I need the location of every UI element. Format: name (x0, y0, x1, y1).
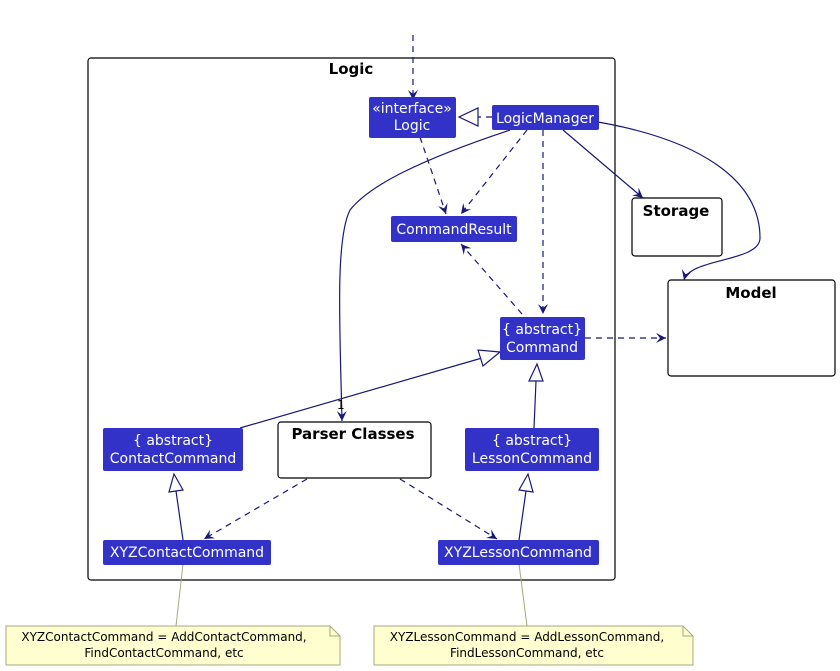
contact-note-line1: XYZContactCommand = AddContactCommand, (21, 630, 306, 644)
command-result-class: CommandResult (391, 216, 517, 242)
realization-arrowhead (457, 107, 479, 127)
manager-to-commandresult-arrow (460, 129, 528, 215)
lesson-command-name: LessonCommand (472, 451, 592, 467)
logic-package-title: Logic (329, 60, 374, 78)
contact-note: XYZContactCommand = AddContactCommand, F… (5, 625, 341, 666)
xyz-lesson-command-class: XYZLessonCommand (438, 540, 599, 565)
lesson-note-line2: FindLessonCommand, etc (450, 646, 604, 660)
manager-to-model-association (597, 121, 761, 281)
lesson-command-stereotype: { abstract} (492, 433, 572, 449)
xyzcontact-generalization-arrowhead (168, 472, 184, 493)
command-stereotype: { abstract} (502, 322, 582, 338)
contact-note-line2: FindContactCommand, etc (84, 646, 243, 660)
xyz-contact-command-class: XYZContactCommand (103, 540, 271, 565)
parser-to-xyzcontact-arrow (203, 478, 308, 540)
parser-to-xyzlesson-arrow (399, 478, 498, 540)
lesson-extends-command-line (533, 380, 537, 429)
xyzcontact-extends-contact-line (175, 490, 184, 541)
storage-title: Storage (643, 202, 710, 220)
command-to-commandresult-arrow (460, 243, 523, 315)
logic-to-commandresult-arrow (419, 136, 448, 215)
xyz-lesson-command-name: XYZLessonCommand (444, 545, 592, 561)
logic-manager-name: LogicManager (496, 111, 594, 127)
xyz-contact-command-name: XYZContactCommand (110, 545, 264, 561)
manager-to-parser-association (336, 129, 511, 422)
xyzlesson-extends-lesson-line (518, 490, 527, 541)
logic-manager-class: LogicManager (492, 105, 599, 130)
lesson-note-line1: XYZLessonCommand = AddLessonCommand, (390, 630, 664, 644)
contact-note-connector (175, 563, 184, 627)
parser-classes-title: Parser Classes (291, 425, 414, 443)
parser-classes-package: Parser Classes (277, 421, 432, 479)
contact-generalization-arrowhead (477, 349, 502, 368)
contact-command-class: { abstract} ContactCommand (103, 428, 243, 471)
command-class: { abstract} Command (500, 317, 585, 360)
contact-extends-command-line (239, 357, 483, 429)
command-result-name: CommandResult (396, 222, 512, 238)
model-package: Model (667, 279, 836, 377)
model-title: Model (725, 284, 776, 302)
contact-command-stereotype: { abstract} (133, 433, 213, 449)
storage-package: Storage (631, 197, 723, 257)
xyzlesson-generalization-arrowhead (518, 472, 534, 493)
command-name: Command (506, 340, 578, 356)
lesson-generalization-arrowhead (528, 362, 544, 382)
logic-interface-class: «interface» Logic (369, 97, 456, 138)
manager-to-storage-association (562, 129, 644, 199)
lesson-note: XYZLessonCommand = AddLessonCommand, Fin… (373, 625, 694, 666)
lesson-note-connector (518, 563, 528, 627)
logic-interface-stereotype: «interface» (372, 101, 452, 117)
logic-interface-name: Logic (394, 118, 431, 134)
contact-command-name: ContactCommand (110, 451, 236, 467)
lesson-command-class: { abstract} LessonCommand (465, 428, 599, 471)
multiplicity-label: 1 (337, 398, 345, 412)
